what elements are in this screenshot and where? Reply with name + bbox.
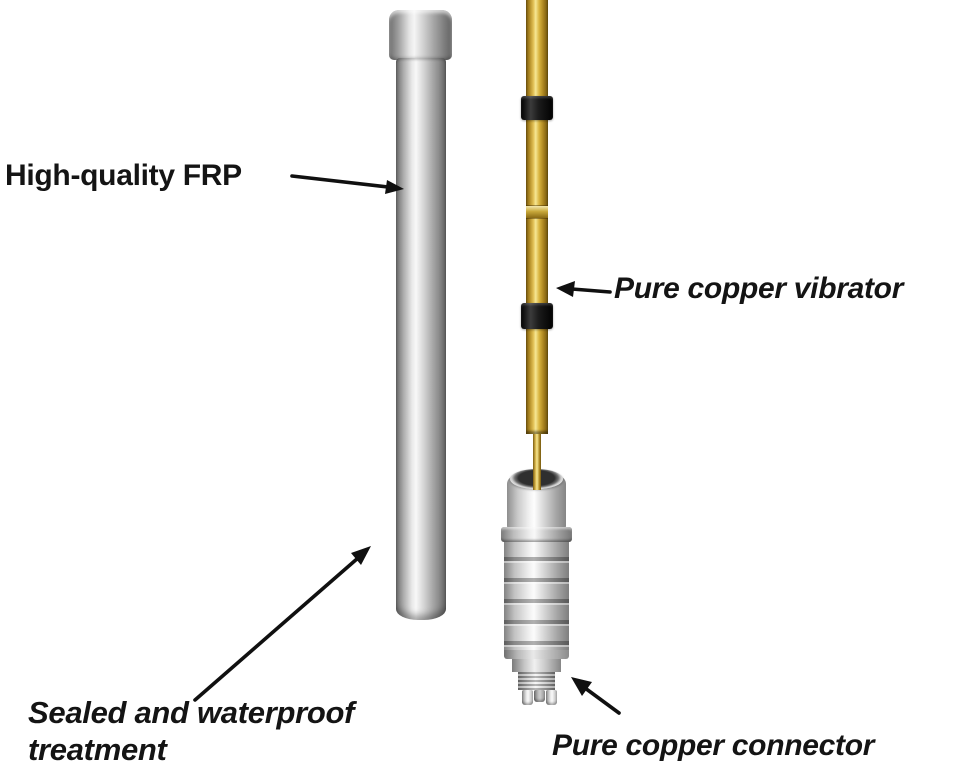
label-vibrator: Pure copper vibrator — [614, 272, 904, 305]
connector-pin-left — [522, 690, 533, 705]
arrow-frp-icon — [290, 174, 404, 194]
label-sealed-line2: treatment — [28, 732, 167, 767]
label-frp: High-quality FRP — [5, 159, 242, 192]
rod-band-bottom — [521, 303, 553, 329]
label-sealed: Sealed and waterproof treatment — [28, 694, 354, 768]
connector-collar — [501, 527, 572, 542]
frp-tube-cap — [389, 10, 452, 60]
label-connector: Pure copper connector — [552, 729, 875, 762]
connector-step — [512, 659, 561, 672]
rod-joint-ring — [526, 206, 548, 218]
copper-rod-tip — [533, 434, 541, 490]
arrow-connector-icon — [571, 677, 621, 715]
connector-pin-right — [546, 690, 557, 705]
connector-pin-middle — [534, 690, 545, 702]
connector-flange — [504, 650, 569, 659]
connector-threaded-neck — [518, 672, 555, 690]
label-sealed-line1: Sealed and waterproof — [28, 695, 355, 730]
arrow-vibrator-icon — [556, 281, 612, 297]
frp-tube — [396, 58, 446, 620]
connector-socket — [507, 469, 566, 530]
arrow-sealed-icon — [193, 546, 371, 702]
rod-band-top — [521, 96, 553, 120]
connector-body — [504, 542, 569, 650]
